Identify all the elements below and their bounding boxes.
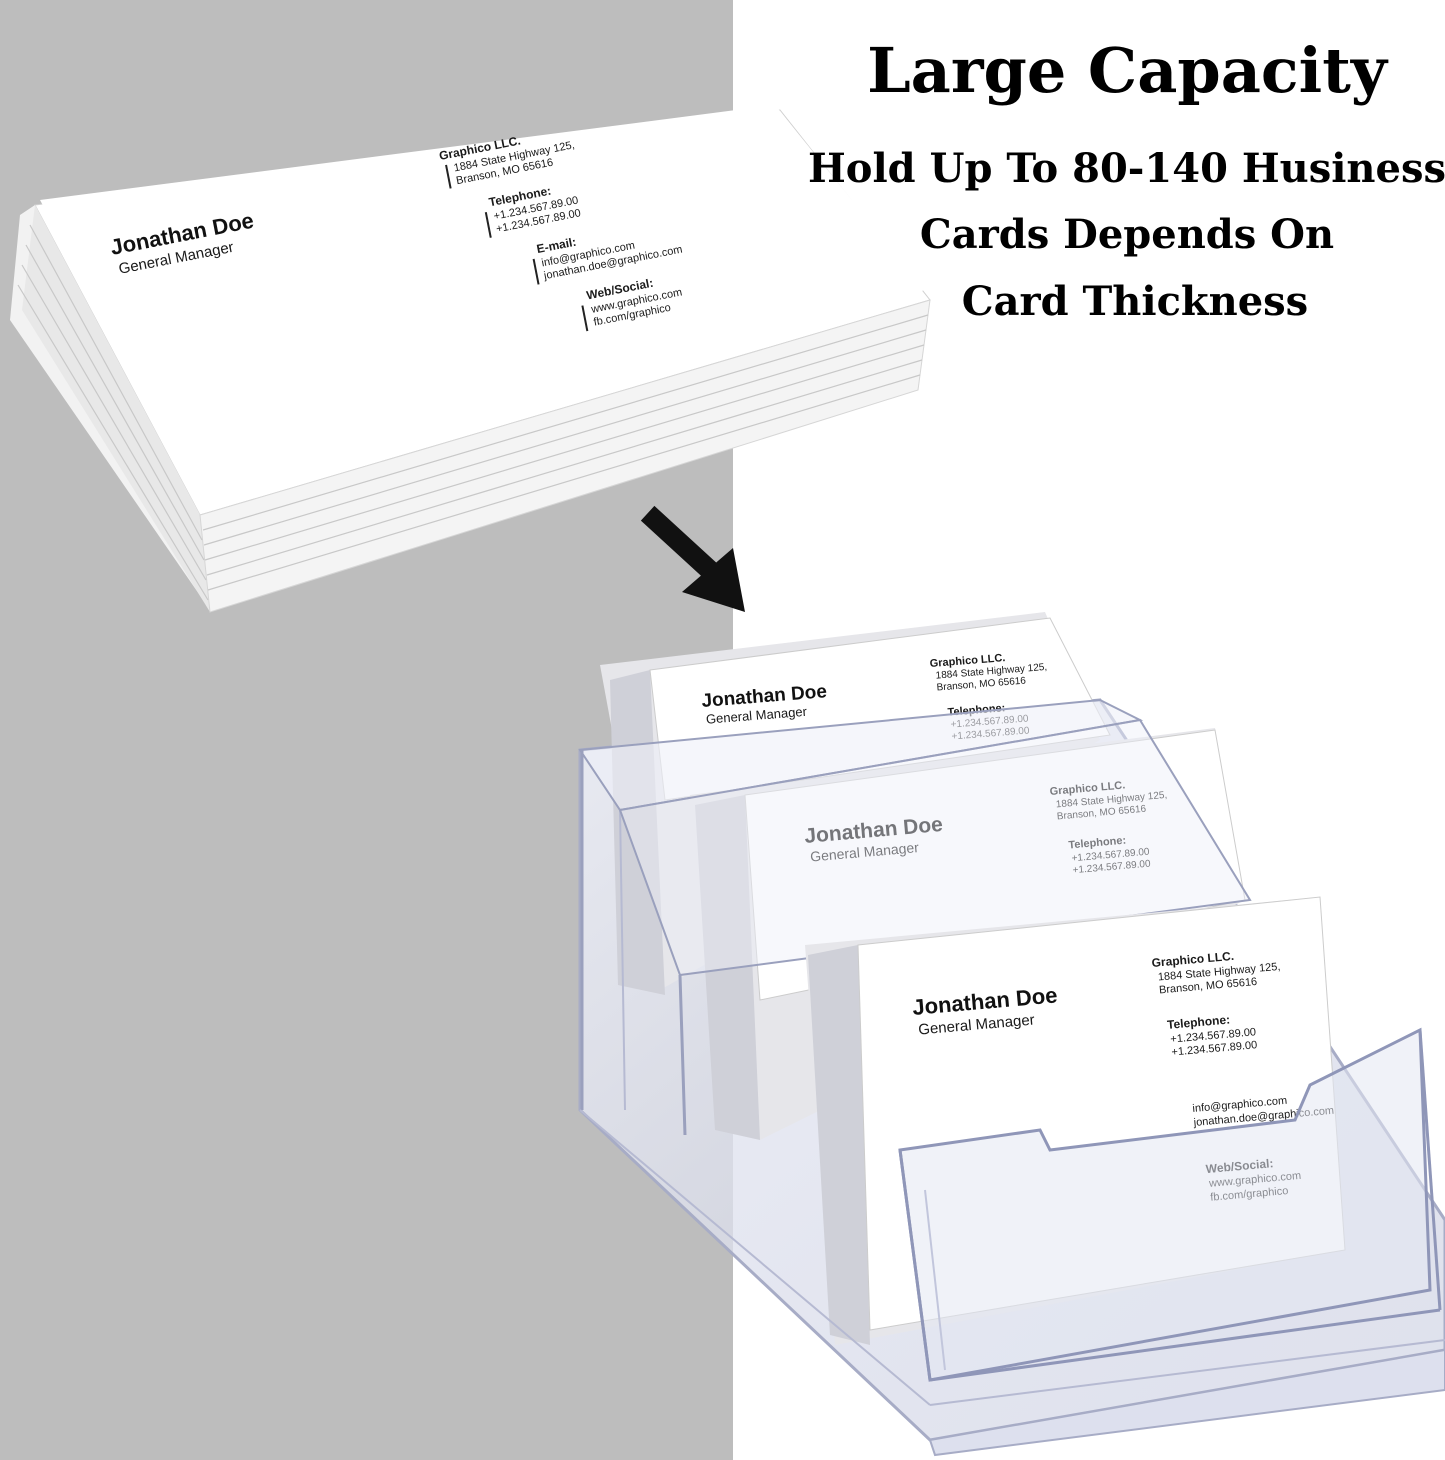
acrylic-card-holder: Jonathan Doe General Manager Graphico LL… [578, 612, 1445, 1457]
front-card-telephone-label: Telephone: [1166, 1012, 1230, 1031]
headline-line-1: Hold Up To 80-140 Husiness [808, 145, 1445, 192]
front-acrylic-wall [898, 1027, 1432, 1382]
business-card-top [40, 105, 925, 505]
headline-line-2: Cards Depends On [920, 211, 1334, 258]
business-card-stack: Jonathan Doe General Manager Graphico LL… [10, 105, 931, 613]
headline: Large Capacity Hold Up To 80-140 Husines… [808, 34, 1445, 325]
back-card-company: Graphico LLC. [929, 652, 1005, 670]
middle-card-telephone-label: Telephone: [1068, 835, 1127, 852]
headline-line-3: Card Thickness [962, 278, 1308, 325]
headline-title: Large Capacity [867, 34, 1389, 107]
arrow-down-right-icon [640, 505, 745, 612]
